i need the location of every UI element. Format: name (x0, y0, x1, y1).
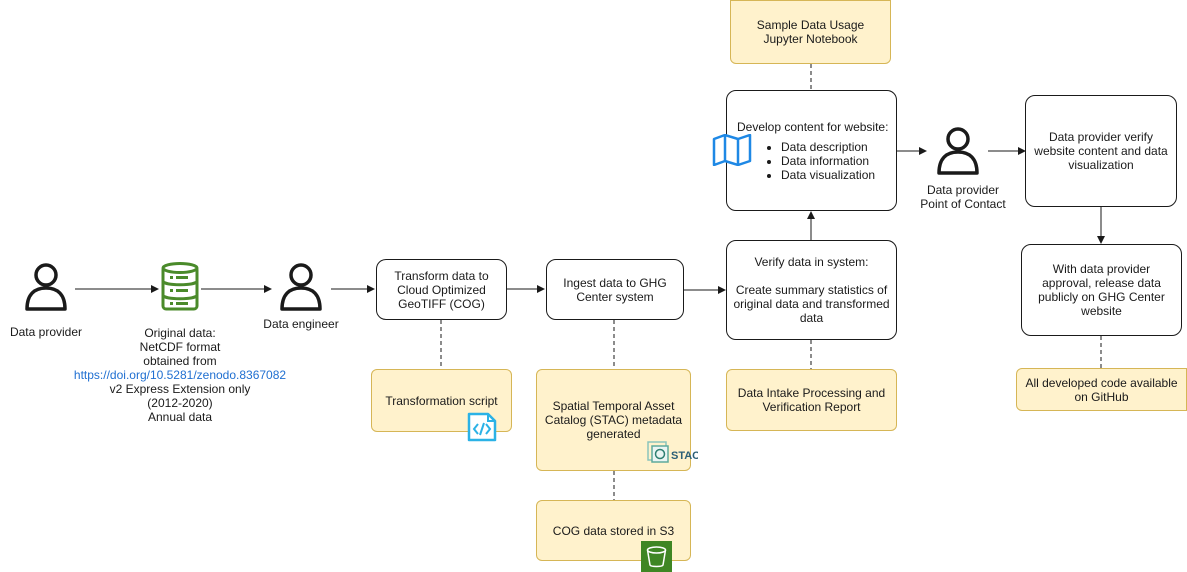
original-data-line1: Original data: (144, 326, 216, 340)
develop-item: Data information (781, 154, 875, 168)
s3-bucket-icon (641, 541, 672, 572)
ingest-box: Ingest data to GHG Center system (546, 259, 684, 320)
original-data-line3: obtained from (143, 354, 217, 368)
github-text: All developed code available on GitHub (1025, 375, 1178, 404)
develop-item: Data visualization (781, 168, 875, 182)
verify-box: Verify data in system: Create summary st… (726, 240, 897, 340)
code-file-icon (467, 412, 497, 442)
ingest-text: Ingest data to GHG Center system (563, 275, 667, 304)
poc-line1: Data provider (926, 183, 1000, 197)
verify-body: Create summary statistics of original da… (733, 283, 890, 325)
cog-s3-text: COG data stored in S3 (552, 523, 675, 538)
poc-person-icon (937, 127, 979, 175)
transformation-script-text: Transformation script (385, 393, 498, 408)
poc-label: Data provider Point of Contact (906, 183, 1020, 211)
provider-verify-text: Data provider verify website content and… (1034, 130, 1168, 172)
jupyter-notebook-text: Sample Data Usage Jupyter Notebook (756, 18, 865, 46)
release-text: With data provider approval, release dat… (1038, 262, 1165, 318)
verify-title: Verify data in system: (754, 255, 869, 269)
data-provider-label: Data provider (9, 325, 83, 339)
develop-title: Develop content for website: (737, 119, 889, 134)
provider-verify-box: Data provider verify website content and… (1025, 95, 1177, 207)
data-engineer-person-icon (280, 263, 322, 311)
poc-line2: Point of Contact (920, 197, 1006, 211)
stac-box: Spatial Temporal Asset Catalog (STAC) me… (536, 369, 691, 471)
map-icon (712, 134, 752, 166)
develop-list: Data description Data information Data v… (763, 140, 875, 182)
develop-item: Data description (781, 140, 875, 154)
release-box: With data provider approval, release dat… (1021, 244, 1182, 336)
original-data-line5: (2012-2020) (147, 396, 213, 410)
original-data-line6: Annual data (147, 410, 213, 424)
jupyter-notebook-box: Sample Data Usage Jupyter Notebook (730, 0, 891, 64)
original-data-line4: v2 Express Extension only (109, 382, 251, 396)
zenodo-doi-link[interactable]: https://doi.org/10.5281/zenodo.8367082 (73, 368, 287, 382)
github-box: All developed code available on GitHub (1016, 368, 1187, 411)
data-provider-person-icon (25, 263, 67, 311)
database-icon (161, 262, 199, 311)
data-engineer-label: Data engineer (263, 317, 339, 331)
transform-text: Transform data to Cloud Optimized GeoTIF… (394, 268, 489, 311)
transform-box: Transform data to Cloud Optimized GeoTIF… (376, 259, 507, 320)
stac-logo-text: STAC (671, 450, 698, 462)
stac-text: Spatial Temporal Asset Catalog (STAC) me… (544, 399, 683, 441)
original-data-label: Original data: NetCDF format obtained fr… (60, 326, 300, 424)
intake-report-text: Data Intake Processing and Verification … (737, 386, 886, 414)
intake-report-box: Data Intake Processing and Verification … (726, 369, 897, 431)
stac-logo-icon: STAC (647, 441, 698, 463)
original-data-line2: NetCDF format (139, 340, 221, 354)
